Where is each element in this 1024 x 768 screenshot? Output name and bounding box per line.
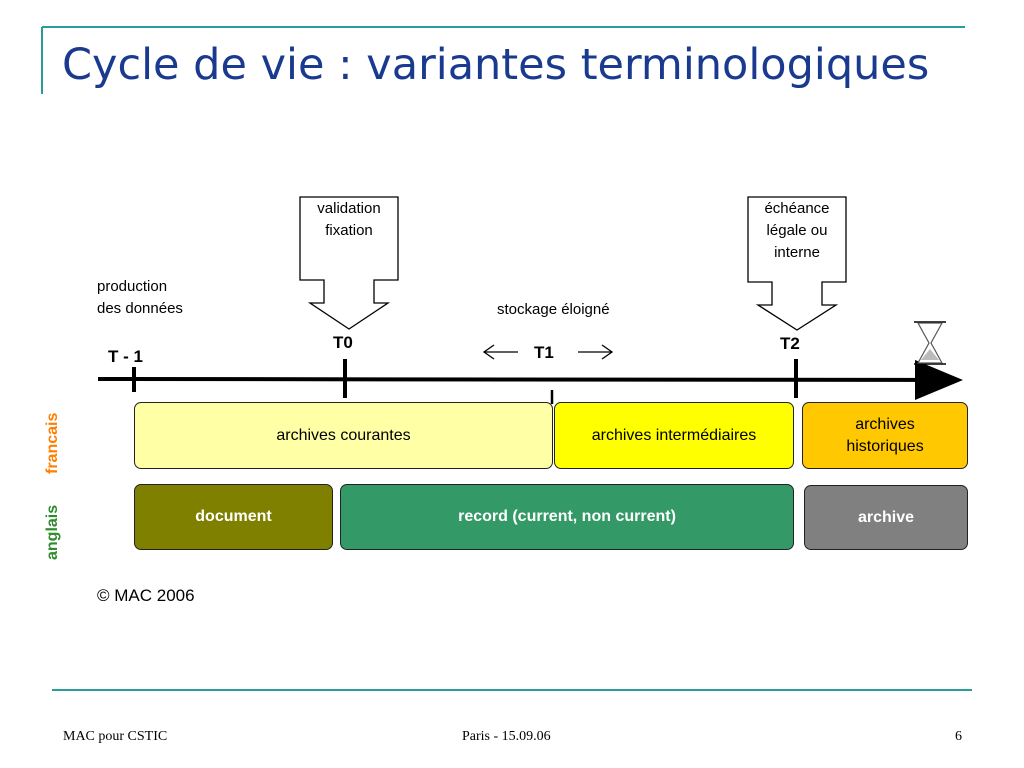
footer-left: MAC pour CSTIC [63, 729, 168, 744]
footer-center: Paris - 15.09.06 [462, 729, 551, 744]
tick-label-t1: T1 [534, 343, 554, 362]
box-document: document [134, 484, 333, 550]
page-title: Cycle de vie : variantes terminologiques [62, 40, 930, 90]
hourglass-icon [914, 321, 946, 365]
side-label-francais: francais [44, 412, 61, 474]
box-archives-intermediaires: archives intermédiaires [554, 402, 794, 469]
box-archives-courantes: archives courantes [134, 402, 553, 469]
fixation-text: fixation [325, 222, 373, 239]
tick-label-t2: T2 [780, 334, 800, 353]
legale-text: légale ou [766, 222, 828, 239]
validation-callout-arrow [299, 196, 399, 330]
left-arrow-icon [482, 344, 518, 360]
timeline-axis [97, 359, 963, 400]
production-label: production des données [97, 278, 183, 317]
box-record: record (current, non current) [340, 484, 794, 550]
validation-callout: validation fixation [300, 198, 398, 242]
right-arrow-icon [578, 344, 614, 360]
box-archives-historiques: archives historiques [802, 402, 968, 469]
validation-text: validation [317, 200, 381, 217]
tick-label-t-minus-1: T - 1 [108, 347, 143, 366]
interne-text: interne [774, 244, 820, 261]
echeance-callout: échéance légale ou interne [748, 198, 846, 264]
copyright-text: © MAC 2006 [97, 586, 195, 605]
page-number: 6 [955, 729, 962, 744]
echeance-text: échéance [764, 200, 830, 217]
echeance-callout-arrow [747, 196, 847, 331]
side-label-anglais: anglais [44, 504, 61, 560]
tick-label-t0: T0 [333, 333, 353, 352]
box-archive: archive [804, 485, 968, 550]
stockage-label: stockage éloigné [497, 301, 610, 318]
